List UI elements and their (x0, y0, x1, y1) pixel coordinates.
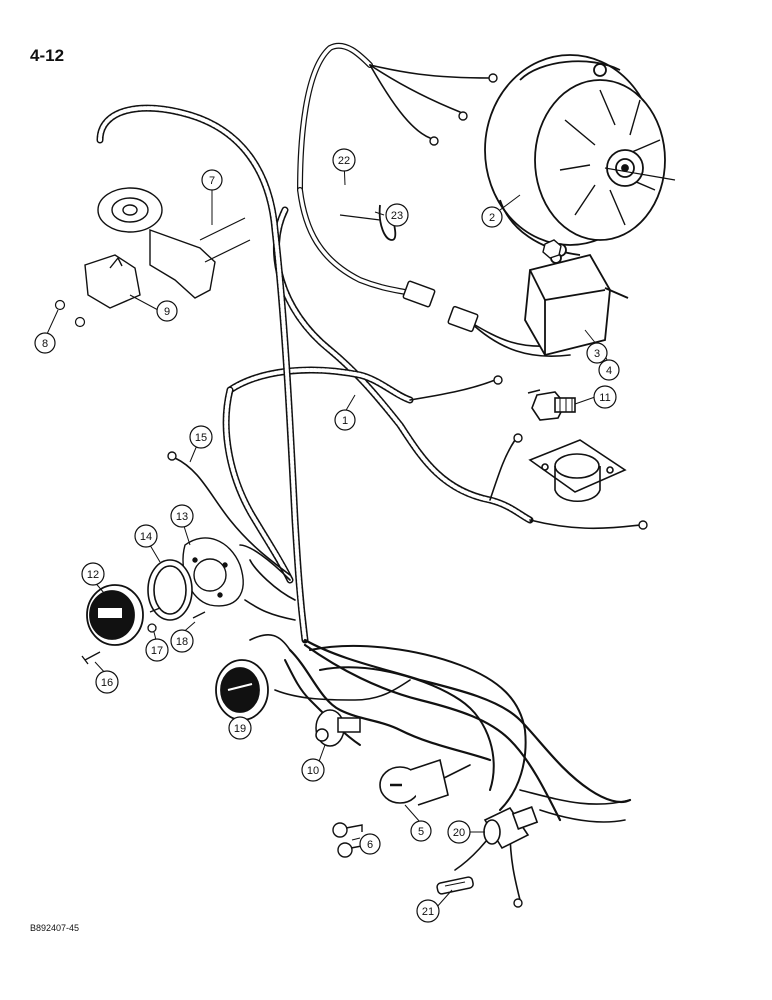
callout-6: 6 (359, 833, 381, 855)
svg-text:7: 7 (209, 175, 215, 187)
svg-text:23: 23 (391, 210, 403, 222)
svg-text:13: 13 (176, 511, 188, 523)
svg-text:8: 8 (42, 338, 48, 350)
callout-17: 17 (145, 638, 169, 662)
ring-terminal-icon (167, 73, 648, 908)
alternator-icon (484, 54, 676, 257)
svg-text:4: 4 (606, 365, 612, 377)
callout-15: 15 (189, 425, 213, 449)
temperature-gauge-icon (215, 659, 269, 721)
figure-code: B892407-45 (30, 923, 80, 933)
wiring-harness-lines (96, 42, 641, 901)
ignition-switch-icon (379, 758, 449, 806)
callout-22: 22 (332, 148, 356, 172)
hex-nut-icon (542, 239, 562, 259)
connector-plug-icon (402, 280, 479, 333)
callout-20: 20 (447, 820, 471, 844)
callout-18: 18 (170, 629, 194, 653)
voltage-regulator-icon (524, 252, 629, 357)
callout-9: 9 (156, 300, 178, 322)
svg-text:9: 9 (164, 306, 170, 318)
svg-text:18: 18 (176, 636, 188, 648)
svg-text:5: 5 (418, 826, 424, 838)
callout-10: 10 (301, 758, 325, 782)
screw-icon (81, 607, 206, 665)
svg-text:12: 12 (87, 569, 99, 581)
svg-text:1: 1 (342, 415, 348, 427)
callout-8: 8 (34, 332, 56, 354)
svg-text:3: 3 (594, 348, 600, 360)
callout-21: 21 (416, 899, 440, 923)
light-switch-icon (315, 709, 361, 747)
svg-text:20: 20 (453, 827, 465, 839)
callout-2: 2 (481, 206, 503, 228)
callout-5: 5 (410, 820, 432, 842)
small-nut-icon (54, 299, 86, 328)
svg-text:16: 16 (101, 677, 113, 689)
starter-solenoid-icon (528, 439, 627, 502)
temperature-sender-icon (527, 389, 576, 421)
gauge-seal-ring-icon (147, 559, 193, 621)
callout-4: 4 (598, 359, 620, 381)
svg-text:6: 6 (367, 839, 373, 851)
callout-7: 7 (201, 169, 223, 191)
svg-text:19: 19 (234, 723, 246, 735)
callout-13: 13 (170, 504, 194, 528)
callout-12: 12 (81, 562, 105, 586)
svg-text:11: 11 (599, 392, 610, 404)
svg-text:15: 15 (195, 432, 207, 444)
gauge-mounting-plate-icon (182, 537, 244, 607)
callout-1: 1 (334, 409, 356, 431)
pulley-bracket-icon (84, 187, 251, 309)
callout-14: 14 (134, 524, 158, 548)
page-number: 4-12 (30, 46, 65, 65)
svg-text:21: 21 (422, 906, 434, 918)
callout-11: 11 (593, 385, 617, 409)
callout-19: 19 (228, 716, 252, 740)
fuse-icon (436, 876, 474, 895)
start-switch-icon (483, 806, 539, 850)
callout-23: 23 (385, 203, 409, 227)
svg-text:10: 10 (307, 765, 319, 777)
svg-text:17: 17 (151, 645, 163, 657)
svg-text:14: 14 (140, 531, 152, 543)
svg-text:2: 2 (489, 212, 495, 224)
ignition-key-icon (332, 822, 368, 858)
hourmeter-gauge-icon (86, 584, 144, 646)
svg-text:22: 22 (338, 155, 350, 167)
callout-16: 16 (95, 670, 119, 694)
callout-3: 3 (586, 342, 608, 364)
